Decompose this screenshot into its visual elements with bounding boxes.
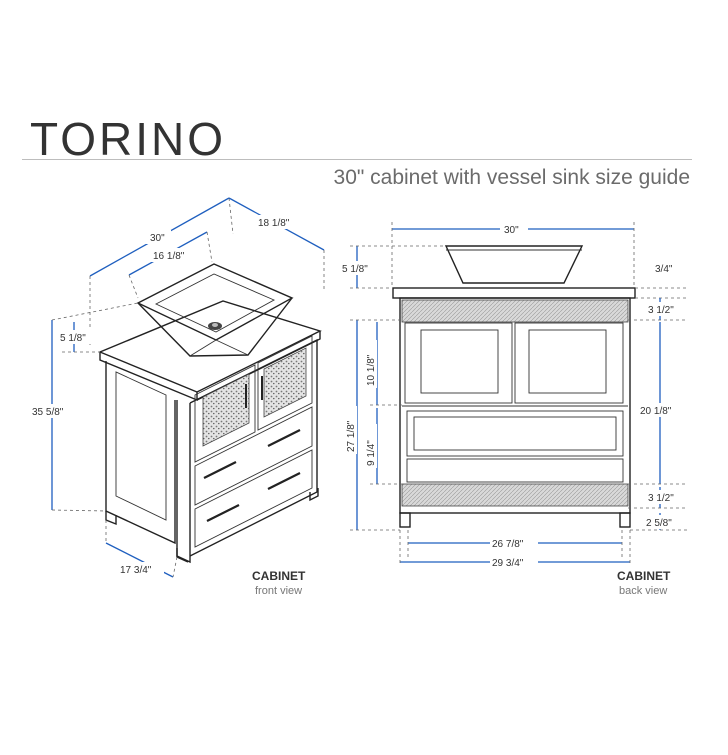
back-cabinet-height-label: 27 1/8" <box>346 420 357 452</box>
front-view-cabinet <box>98 300 322 564</box>
back-top-thickness-label: 3/4" <box>655 264 673 275</box>
back-view-dimension-lines <box>350 222 688 566</box>
front-sink-height-label: 5 1/8" <box>60 333 86 344</box>
back-door-height-label: 10 1/8" <box>366 354 377 386</box>
product-subtitle: 30" cabinet with vessel sink size guide <box>333 166 690 189</box>
back-view-cabinet <box>392 287 636 528</box>
back-leg-height-label: 2 5/8" <box>646 518 672 529</box>
back-width-label: 30" <box>504 225 519 236</box>
back-upper-rail-label: 3 1/2" <box>648 305 674 316</box>
front-caption-sub: front view <box>255 585 302 597</box>
back-caption-title: CABINET <box>617 569 671 583</box>
front-width-label: 30" <box>150 233 165 244</box>
back-inner-width-label: 26 7/8" <box>492 539 524 550</box>
back-outer-width-label: 29 3/4" <box>492 558 524 569</box>
product-title: TORINO <box>30 113 227 165</box>
back-sink-height-label: 5 1/8" <box>342 264 368 275</box>
back-side-height-label: 20 1/8" <box>640 406 672 417</box>
title-divider <box>22 159 692 160</box>
front-sink-width-label: 16 1/8" <box>153 251 185 262</box>
back-caption-sub: back view <box>619 585 667 597</box>
back-drawer-height-label: 9 1/4" <box>366 440 377 466</box>
front-view-vessel-sink <box>136 263 294 357</box>
back-view-vessel-sink <box>444 245 584 284</box>
back-lower-rail-label: 3 1/2" <box>648 493 674 504</box>
front-side-depth-label: 17 3/4" <box>120 565 152 576</box>
front-total-height-label: 35 5/8" <box>32 407 64 418</box>
front-caption-title: CABINET <box>252 569 306 583</box>
front-depth-label: 18 1/8" <box>258 218 290 229</box>
